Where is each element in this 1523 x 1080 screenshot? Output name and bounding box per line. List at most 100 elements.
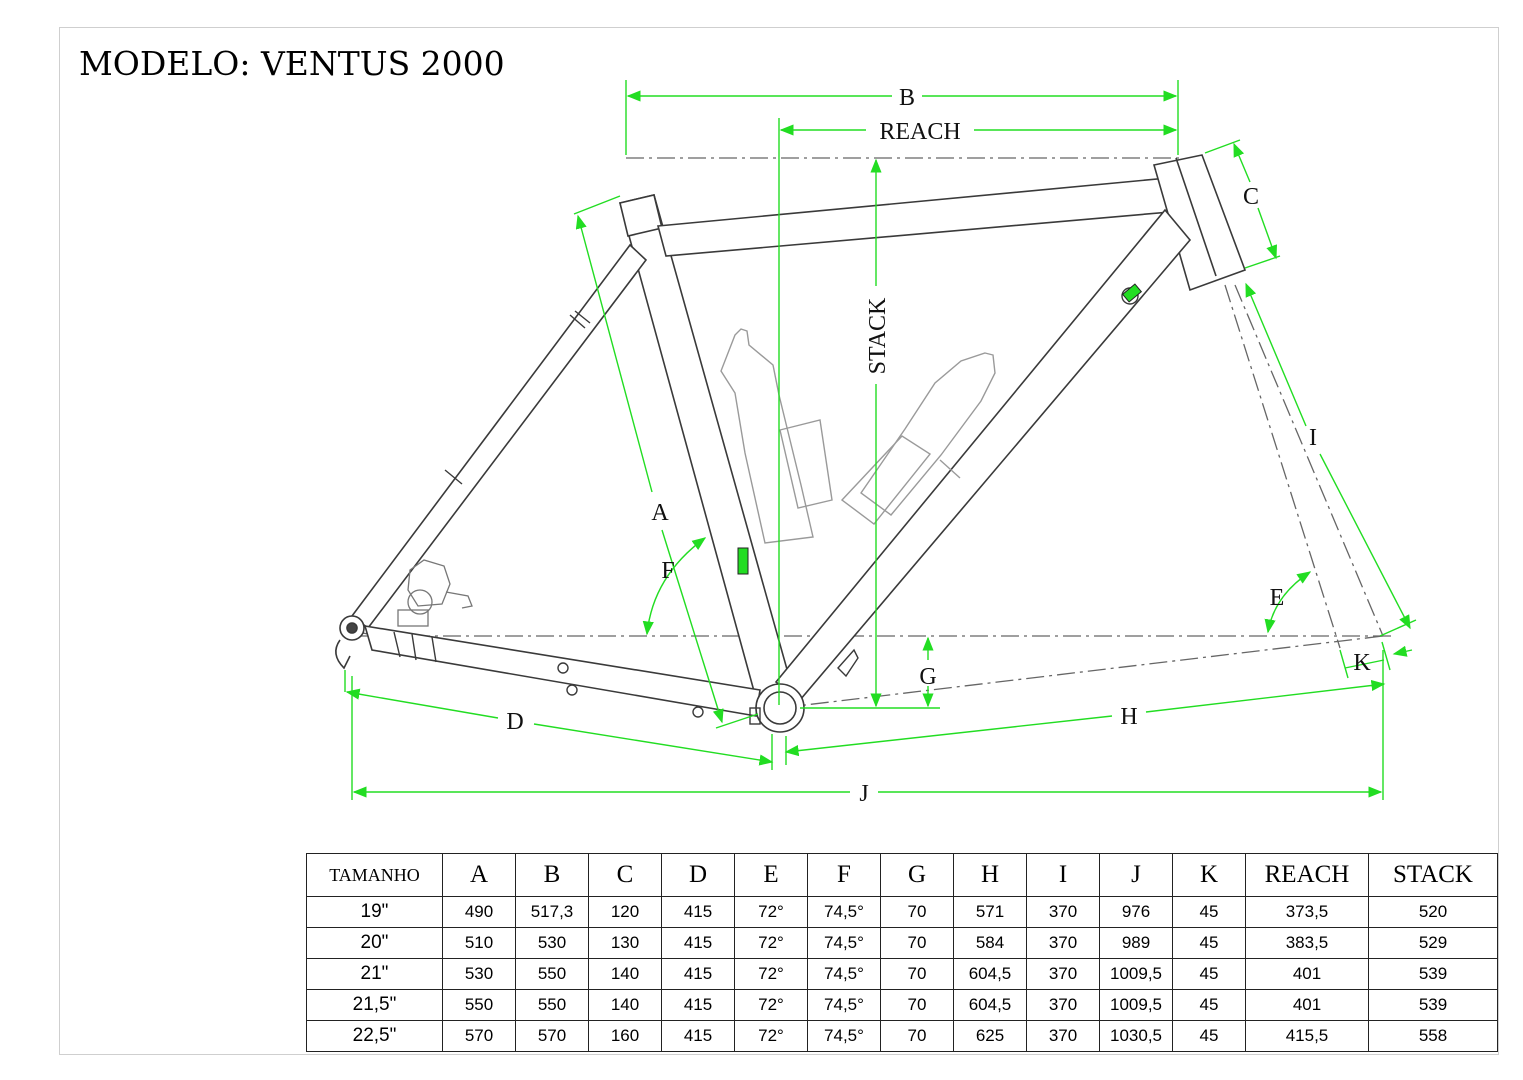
bicycle-frame-drawing: B REACH STACK C I A F E G K H D J xyxy=(335,80,1417,807)
table-cell: 72° xyxy=(734,896,808,928)
table-cell: 570 xyxy=(515,1020,589,1052)
table-cell: 70 xyxy=(880,989,954,1021)
table-cell: 45 xyxy=(1172,896,1246,928)
table-cell: 604,5 xyxy=(953,989,1027,1021)
table-header-cell: H xyxy=(953,853,1027,897)
table-cell: 70 xyxy=(880,896,954,928)
table-cell-size: 21,5" xyxy=(306,989,443,1021)
table-header-cell: E xyxy=(734,853,808,897)
table-cell: 558 xyxy=(1368,1020,1498,1052)
dimension-labels: B REACH STACK C I A F E G K H D J xyxy=(506,85,1371,807)
table-cell: 45 xyxy=(1172,989,1246,1021)
table-cell: 571 xyxy=(953,896,1027,928)
table-cell: 74,5° xyxy=(807,958,881,990)
dim-label-b: B xyxy=(899,85,915,111)
dim-label-g: G xyxy=(919,664,936,690)
table-row: 21,5" 550 550 140 415 72° 74,5° 70 604,5… xyxy=(306,989,1498,1021)
table-cell-size: 21" xyxy=(306,958,443,990)
table-cell: 550 xyxy=(515,989,589,1021)
table-header-cell: K xyxy=(1172,853,1246,897)
table-cell-size: 22,5" xyxy=(306,1020,443,1052)
table-cell: 1009,5 xyxy=(1099,958,1173,990)
table-cell: 45 xyxy=(1172,958,1246,990)
table-cell: 401 xyxy=(1245,989,1369,1021)
page-title: MODELO: VENTUS 2000 xyxy=(79,44,505,83)
table-cell: 130 xyxy=(588,927,662,959)
dim-label-reach: REACH xyxy=(879,119,960,145)
table-cell: 72° xyxy=(734,989,808,1021)
table-header-cell: TAMANHO xyxy=(306,853,443,897)
table-cell: 539 xyxy=(1368,989,1498,1021)
dim-label-f: F xyxy=(661,558,674,584)
table-cell: 370 xyxy=(1026,989,1100,1021)
table-cell: 550 xyxy=(515,958,589,990)
table-header-cell: D xyxy=(661,853,735,897)
table-header-cell: STACK xyxy=(1368,853,1498,897)
water-bottle-icon xyxy=(720,328,833,544)
frame-tubes xyxy=(335,154,1247,733)
tube-details xyxy=(393,287,1139,725)
table-cell: 530 xyxy=(442,958,516,990)
disc-brake-caliper-icon xyxy=(397,559,473,627)
table-cell: 370 xyxy=(1026,927,1100,959)
table-cell: 539 xyxy=(1368,958,1498,990)
table-cell: 415 xyxy=(661,1020,735,1052)
table-header-cell: REACH xyxy=(1245,853,1369,897)
table-cell: 520 xyxy=(1368,896,1498,928)
table-cell: 140 xyxy=(588,958,662,990)
table-cell: 415,5 xyxy=(1245,1020,1369,1052)
table-cell: 490 xyxy=(442,896,516,928)
table-cell: 530 xyxy=(515,927,589,959)
table-cell: 370 xyxy=(1026,1020,1100,1052)
table-cell: 976 xyxy=(1099,896,1173,928)
table-cell: 415 xyxy=(661,927,735,959)
table-cell: 370 xyxy=(1026,958,1100,990)
table-header-cell: A xyxy=(442,853,516,897)
dimension-lines xyxy=(344,80,1417,800)
table-cell: 74,5° xyxy=(807,989,881,1021)
table-cell: 70 xyxy=(880,958,954,990)
table-cell: 74,5° xyxy=(807,1020,881,1052)
table-header-cell: F xyxy=(807,853,881,897)
table-cell: 529 xyxy=(1368,927,1498,959)
table-cell: 1030,5 xyxy=(1099,1020,1173,1052)
table-header-cell: J xyxy=(1099,853,1173,897)
table-cell: 74,5° xyxy=(807,927,881,959)
dim-label-e: E xyxy=(1270,585,1285,611)
table-header-cell: I xyxy=(1026,853,1100,897)
table-cell: 604,5 xyxy=(953,958,1027,990)
table-cell: 1009,5 xyxy=(1099,989,1173,1021)
table-cell: 517,3 xyxy=(515,896,589,928)
table-row: 19" 490 517,3 120 415 72° 74,5° 70 571 3… xyxy=(306,896,1498,928)
table-cell: 160 xyxy=(588,1020,662,1052)
table-header-cell: C xyxy=(588,853,662,897)
table-row: 20" 510 530 130 415 72° 74,5° 70 584 370… xyxy=(306,927,1498,959)
table-cell: 570 xyxy=(442,1020,516,1052)
table-cell: 415 xyxy=(661,989,735,1021)
table-header-row: TAMANHO A B C D E F G H I J K REACH STAC… xyxy=(306,853,1498,897)
table-row: 21" 530 550 140 415 72° 74,5° 70 604,5 3… xyxy=(306,958,1498,990)
dim-label-c: C xyxy=(1243,184,1259,210)
table-cell: 70 xyxy=(880,1020,954,1052)
table-cell: 72° xyxy=(734,927,808,959)
table-cell: 45 xyxy=(1172,1020,1246,1052)
table-cell: 550 xyxy=(442,989,516,1021)
table-cell-size: 19" xyxy=(306,896,443,928)
table-row: 22,5" 570 570 160 415 72° 74,5° 70 625 3… xyxy=(306,1020,1498,1052)
table-cell: 140 xyxy=(588,989,662,1021)
table-header-cell: B xyxy=(515,853,589,897)
dim-label-j: J xyxy=(859,781,868,807)
table-cell: 584 xyxy=(953,927,1027,959)
table-cell: 72° xyxy=(734,1020,808,1052)
table-cell: 74,5° xyxy=(807,896,881,928)
table-cell: 70 xyxy=(880,927,954,959)
table-cell: 415 xyxy=(661,896,735,928)
table-cell: 510 xyxy=(442,927,516,959)
table-cell: 625 xyxy=(953,1020,1027,1052)
table-cell: 415 xyxy=(661,958,735,990)
table-cell: 45 xyxy=(1172,927,1246,959)
table-cell-size: 20" xyxy=(306,927,443,959)
dim-label-d: D xyxy=(506,709,523,735)
table-cell: 401 xyxy=(1245,958,1369,990)
dim-label-stack: STACK xyxy=(865,297,891,374)
